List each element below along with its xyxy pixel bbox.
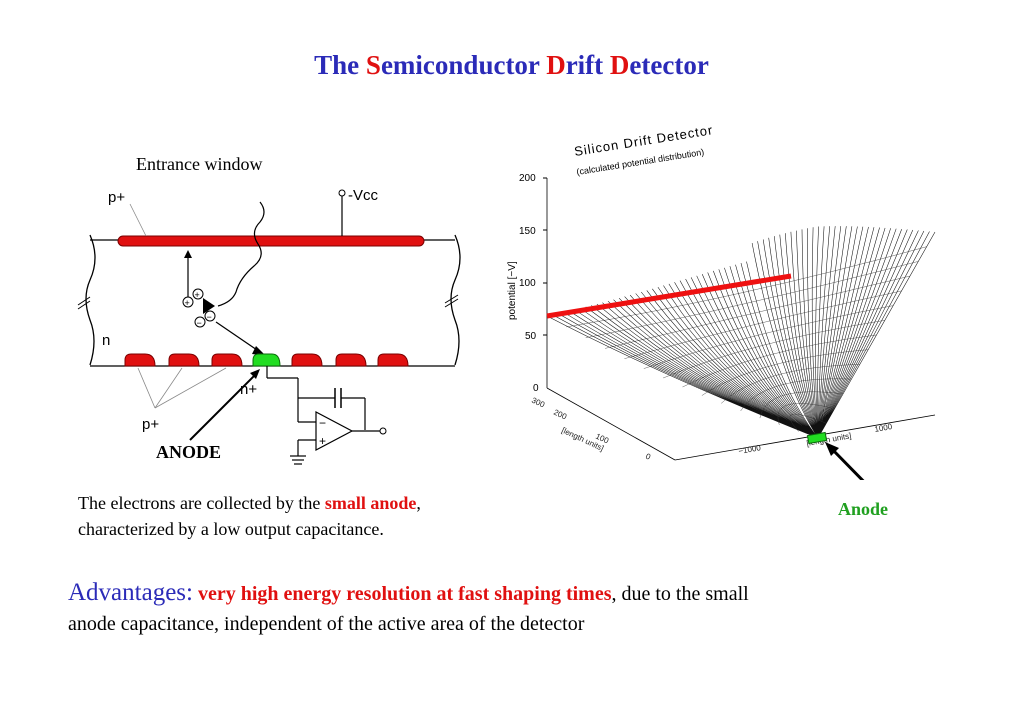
anode-schematic-label: ANODE [156,442,221,462]
break-mark [77,296,91,306]
entrance-window-label: Entrance window [136,154,262,174]
title-part: rift [565,50,610,80]
amp-plus: + [319,434,326,448]
z-axis-label: potential [−V] [507,261,518,320]
potential-surface-plot: Silicon Drift Detector (calculated poten… [507,122,936,480]
title-part: emiconductor [380,50,547,80]
title-part: etector [629,50,709,80]
p-plus-pointer [137,367,156,409]
advantages-text: , due to the small [611,583,749,605]
anode-pointer [189,373,257,441]
wafer-break-left [85,234,96,366]
z-tick-label: 0 [533,383,539,394]
caption: The electrons are collected by the small… [78,490,558,542]
anode-pointer-head [250,369,260,379]
caption-text: , [416,493,421,513]
hole-sign: + [195,290,200,300]
amp-minus: − [319,416,326,430]
drift-ring [211,353,243,367]
x-axis [674,414,936,461]
drift-ring [124,353,156,367]
title-part: S [365,50,381,80]
break-mark [444,298,459,308]
advantages-heading: Advantages: [68,579,193,606]
mesh-cross-lines [566,246,927,432]
y-axis [546,387,676,461]
x-tick-label: 1000 [874,422,894,434]
amplifier-icon [315,411,354,451]
z-ticks: 200 150 100 50 0 [519,173,539,394]
p-plus-top-label: p+ [108,189,125,206]
output-terminal [379,427,387,435]
break-mark [77,300,91,310]
anode-arrow [827,444,865,480]
break-mark [444,294,459,304]
entrance-window-highlight [546,273,792,319]
title-part: D [546,50,566,80]
hole-sign: + [185,298,190,308]
p-plus-top-pointer [129,203,147,237]
y-tick-label: 200 [552,408,568,422]
title-part: D [609,50,630,80]
photon-track [217,201,265,307]
electron-sign: − [207,312,212,322]
p-plus-bottom-label: p+ [142,416,159,433]
vcc-terminal [338,189,346,197]
mesh-lines [546,226,936,439]
advantages-highlight: very high energy resolution at fast shap… [197,583,612,605]
p-plus-pointer [154,367,183,409]
anode-electrode [252,353,281,367]
electron-icon [204,310,216,322]
title-part: The [314,50,366,80]
electron-drift-arrow [215,321,261,353]
entrance-window-electrode [117,235,425,247]
page-title: The Semiconductor Drift Detector [0,50,1023,81]
advantages-paragraph: Advantages: very high energy resolution … [68,578,968,639]
interaction-point [203,298,215,314]
hole-icon [192,288,204,300]
z-tick-label: 150 [519,226,536,237]
z-tick-label: 50 [525,331,537,342]
hole-icon [182,296,194,308]
vcc-label: -Vcc [348,187,379,204]
z-tick-label: 100 [519,278,536,289]
z-tick-label: 200 [519,173,536,184]
drift-ring [377,353,409,367]
n-plus-label: n+ [240,381,257,398]
detector-cross-section-diagram: p+ Entrance window -Vcc + + − − n p+ n+ … [77,154,461,465]
drift-ring [291,353,323,367]
anode-label: Anode [838,499,889,519]
caption-highlight: small anode [324,493,417,513]
anode-marker [806,431,828,445]
advantages-text: anode capacitance, independent of the ac… [68,613,585,635]
caption-text: characterized by a low output capacitanc… [78,519,384,539]
drift-ring [168,353,200,367]
anode-arrowhead [825,442,839,456]
drift-ring [335,353,367,367]
p-plus-pointer [154,367,227,409]
caption-text: The electrons are collected by the [78,493,325,513]
y-tick-label: 300 [530,396,546,410]
floor-ticks: 300 200 100 0 [length units] −1000 [leng… [530,396,893,462]
x-tick-label: −1000 [738,443,762,456]
n-region-label: n [102,332,110,349]
hole-arrowhead [184,250,192,258]
electron-sign: − [197,318,202,328]
electron-icon [194,316,206,328]
y-tick-label: 0 [644,452,652,462]
potential-mesh [546,226,936,439]
